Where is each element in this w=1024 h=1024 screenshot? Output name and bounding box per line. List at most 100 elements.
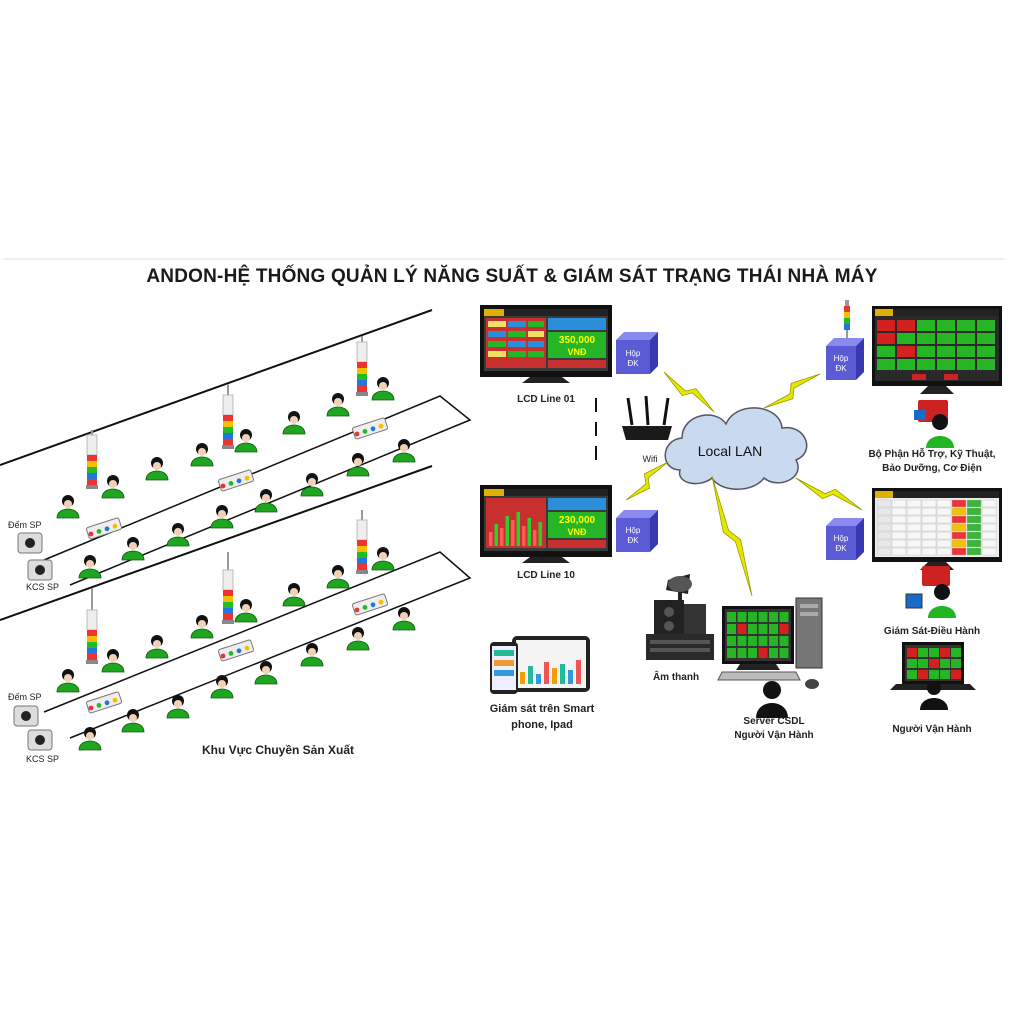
- control-box-lcd01-label-1: Hộp: [626, 349, 641, 358]
- tablet-bar: [576, 660, 581, 684]
- worker-icon: [282, 583, 306, 607]
- supervise-cell: [876, 539, 892, 548]
- server-cell: [769, 648, 778, 658]
- lcd-bar: [522, 526, 526, 546]
- kcs-label-top: KCS SP: [26, 582, 59, 592]
- mobile-label-1: Giám sát trên Smart: [490, 703, 595, 715]
- supervise-cell: [981, 531, 997, 540]
- button-panel-icon: [86, 691, 123, 714]
- server-cell: [737, 648, 747, 658]
- support-cell: [917, 320, 935, 331]
- server-station: [717, 597, 823, 718]
- supervise-cell: [951, 523, 967, 532]
- support-label-2: Bảo Dưỡng, Cơ Điện: [882, 463, 982, 474]
- count-box-bottom: [13, 705, 39, 727]
- svg-text:ĐK: ĐK: [835, 544, 847, 553]
- tablet-bar: [560, 664, 565, 684]
- supervise-cell: [936, 547, 952, 556]
- button-panel-icon: [218, 469, 255, 492]
- kcs-label-bottom: KCS SP: [26, 754, 59, 764]
- server-cell: [758, 636, 768, 646]
- worker-icon: [346, 453, 370, 477]
- worker-icon: [346, 627, 370, 651]
- supervise-cell: [876, 515, 892, 524]
- support-cell: [877, 320, 895, 331]
- control-box-lcd10: Hộp ĐK: [616, 510, 658, 552]
- supervise-cell: [951, 515, 967, 524]
- supervise-cell: [906, 547, 922, 556]
- supervise-cell: [936, 539, 952, 548]
- support-cell: [957, 333, 975, 344]
- wifi-label: Wifi: [643, 454, 658, 464]
- lcd-01-value: 350,000: [559, 335, 596, 346]
- support-cell: [937, 320, 955, 331]
- supervise-cell: [906, 515, 922, 524]
- laptop-cell: [940, 648, 950, 657]
- worker-icon: [300, 473, 324, 497]
- kcs-box-bottom: [27, 729, 53, 751]
- laptop-cell: [940, 659, 950, 668]
- lcd-bar: [533, 530, 537, 546]
- control-box-lcd01: Hộp ĐK: [616, 332, 658, 374]
- operator-laptop: [890, 642, 976, 710]
- tablet-bar: [544, 662, 549, 684]
- lcd-01-unit: VNĐ: [567, 347, 587, 357]
- worker-icon: [190, 615, 214, 639]
- tower-light-icon: [356, 510, 368, 574]
- server-cell: [748, 624, 757, 634]
- support-label-1: Bộ Phận Hỗ Trợ, Kỹ Thuật,: [868, 447, 995, 460]
- server-label-2: Người Vận Hành: [734, 730, 813, 741]
- mobile-label-2: phone, Ipad: [511, 719, 573, 731]
- server-cell: [758, 648, 768, 658]
- supervise-cell: [981, 499, 997, 508]
- support-monitor: [872, 306, 1002, 394]
- tower-light-icon: [222, 384, 234, 449]
- supervise-cell: [981, 507, 997, 516]
- tower-light-support: [844, 300, 850, 338]
- lcd-bar: [511, 520, 515, 546]
- supervise-cell: [906, 539, 922, 548]
- worker-icon: [326, 565, 350, 589]
- laptop-cell: [907, 648, 917, 657]
- button-panel-icon: [352, 417, 389, 440]
- support-cell: [937, 333, 955, 344]
- supervise-cell: [966, 515, 982, 524]
- supervise-cell: [921, 547, 937, 556]
- supervise-label: Giám Sát-Điều Hành: [884, 625, 980, 637]
- worker-icon: [254, 489, 278, 513]
- worker-icon: [190, 443, 214, 467]
- worker-icon: [166, 523, 190, 547]
- worker-icon: [56, 495, 80, 519]
- support-cell: [957, 359, 975, 370]
- supervise-cell: [876, 547, 892, 556]
- lightning-icon: [763, 373, 821, 409]
- supervise-cell: [981, 547, 997, 556]
- lcd-10-value: 230,000: [559, 515, 596, 526]
- supervise-cell: [906, 507, 922, 516]
- laptop-cell: [929, 659, 939, 668]
- button-panel-icon: [352, 593, 389, 616]
- lightning-icon: [625, 461, 669, 501]
- support-cell: [977, 320, 995, 331]
- worker-icon: [300, 643, 324, 667]
- supervise-cell: [981, 539, 997, 548]
- supervise-cell: [951, 531, 967, 540]
- support-cell: [957, 346, 975, 357]
- supervise-cell: [876, 499, 892, 508]
- supervise-monitor: [872, 488, 1002, 570]
- worker-icon: [371, 377, 395, 401]
- lightning-icon: [795, 477, 863, 511]
- support-cell: [977, 333, 995, 344]
- supervise-cell: [966, 507, 982, 516]
- supervise-cell: [951, 547, 967, 556]
- lcd-bar: [494, 524, 498, 546]
- local-lan-cloud: Local LAN: [664, 407, 808, 490]
- supervise-cell: [966, 523, 982, 532]
- supervise-cell: [876, 507, 892, 516]
- svg-text:ĐK: ĐK: [835, 364, 847, 373]
- server-cell: [737, 612, 747, 622]
- worker-icon: [166, 695, 190, 719]
- laptop-cell: [940, 670, 950, 679]
- support-cell: [917, 359, 935, 370]
- support-cell: [977, 359, 995, 370]
